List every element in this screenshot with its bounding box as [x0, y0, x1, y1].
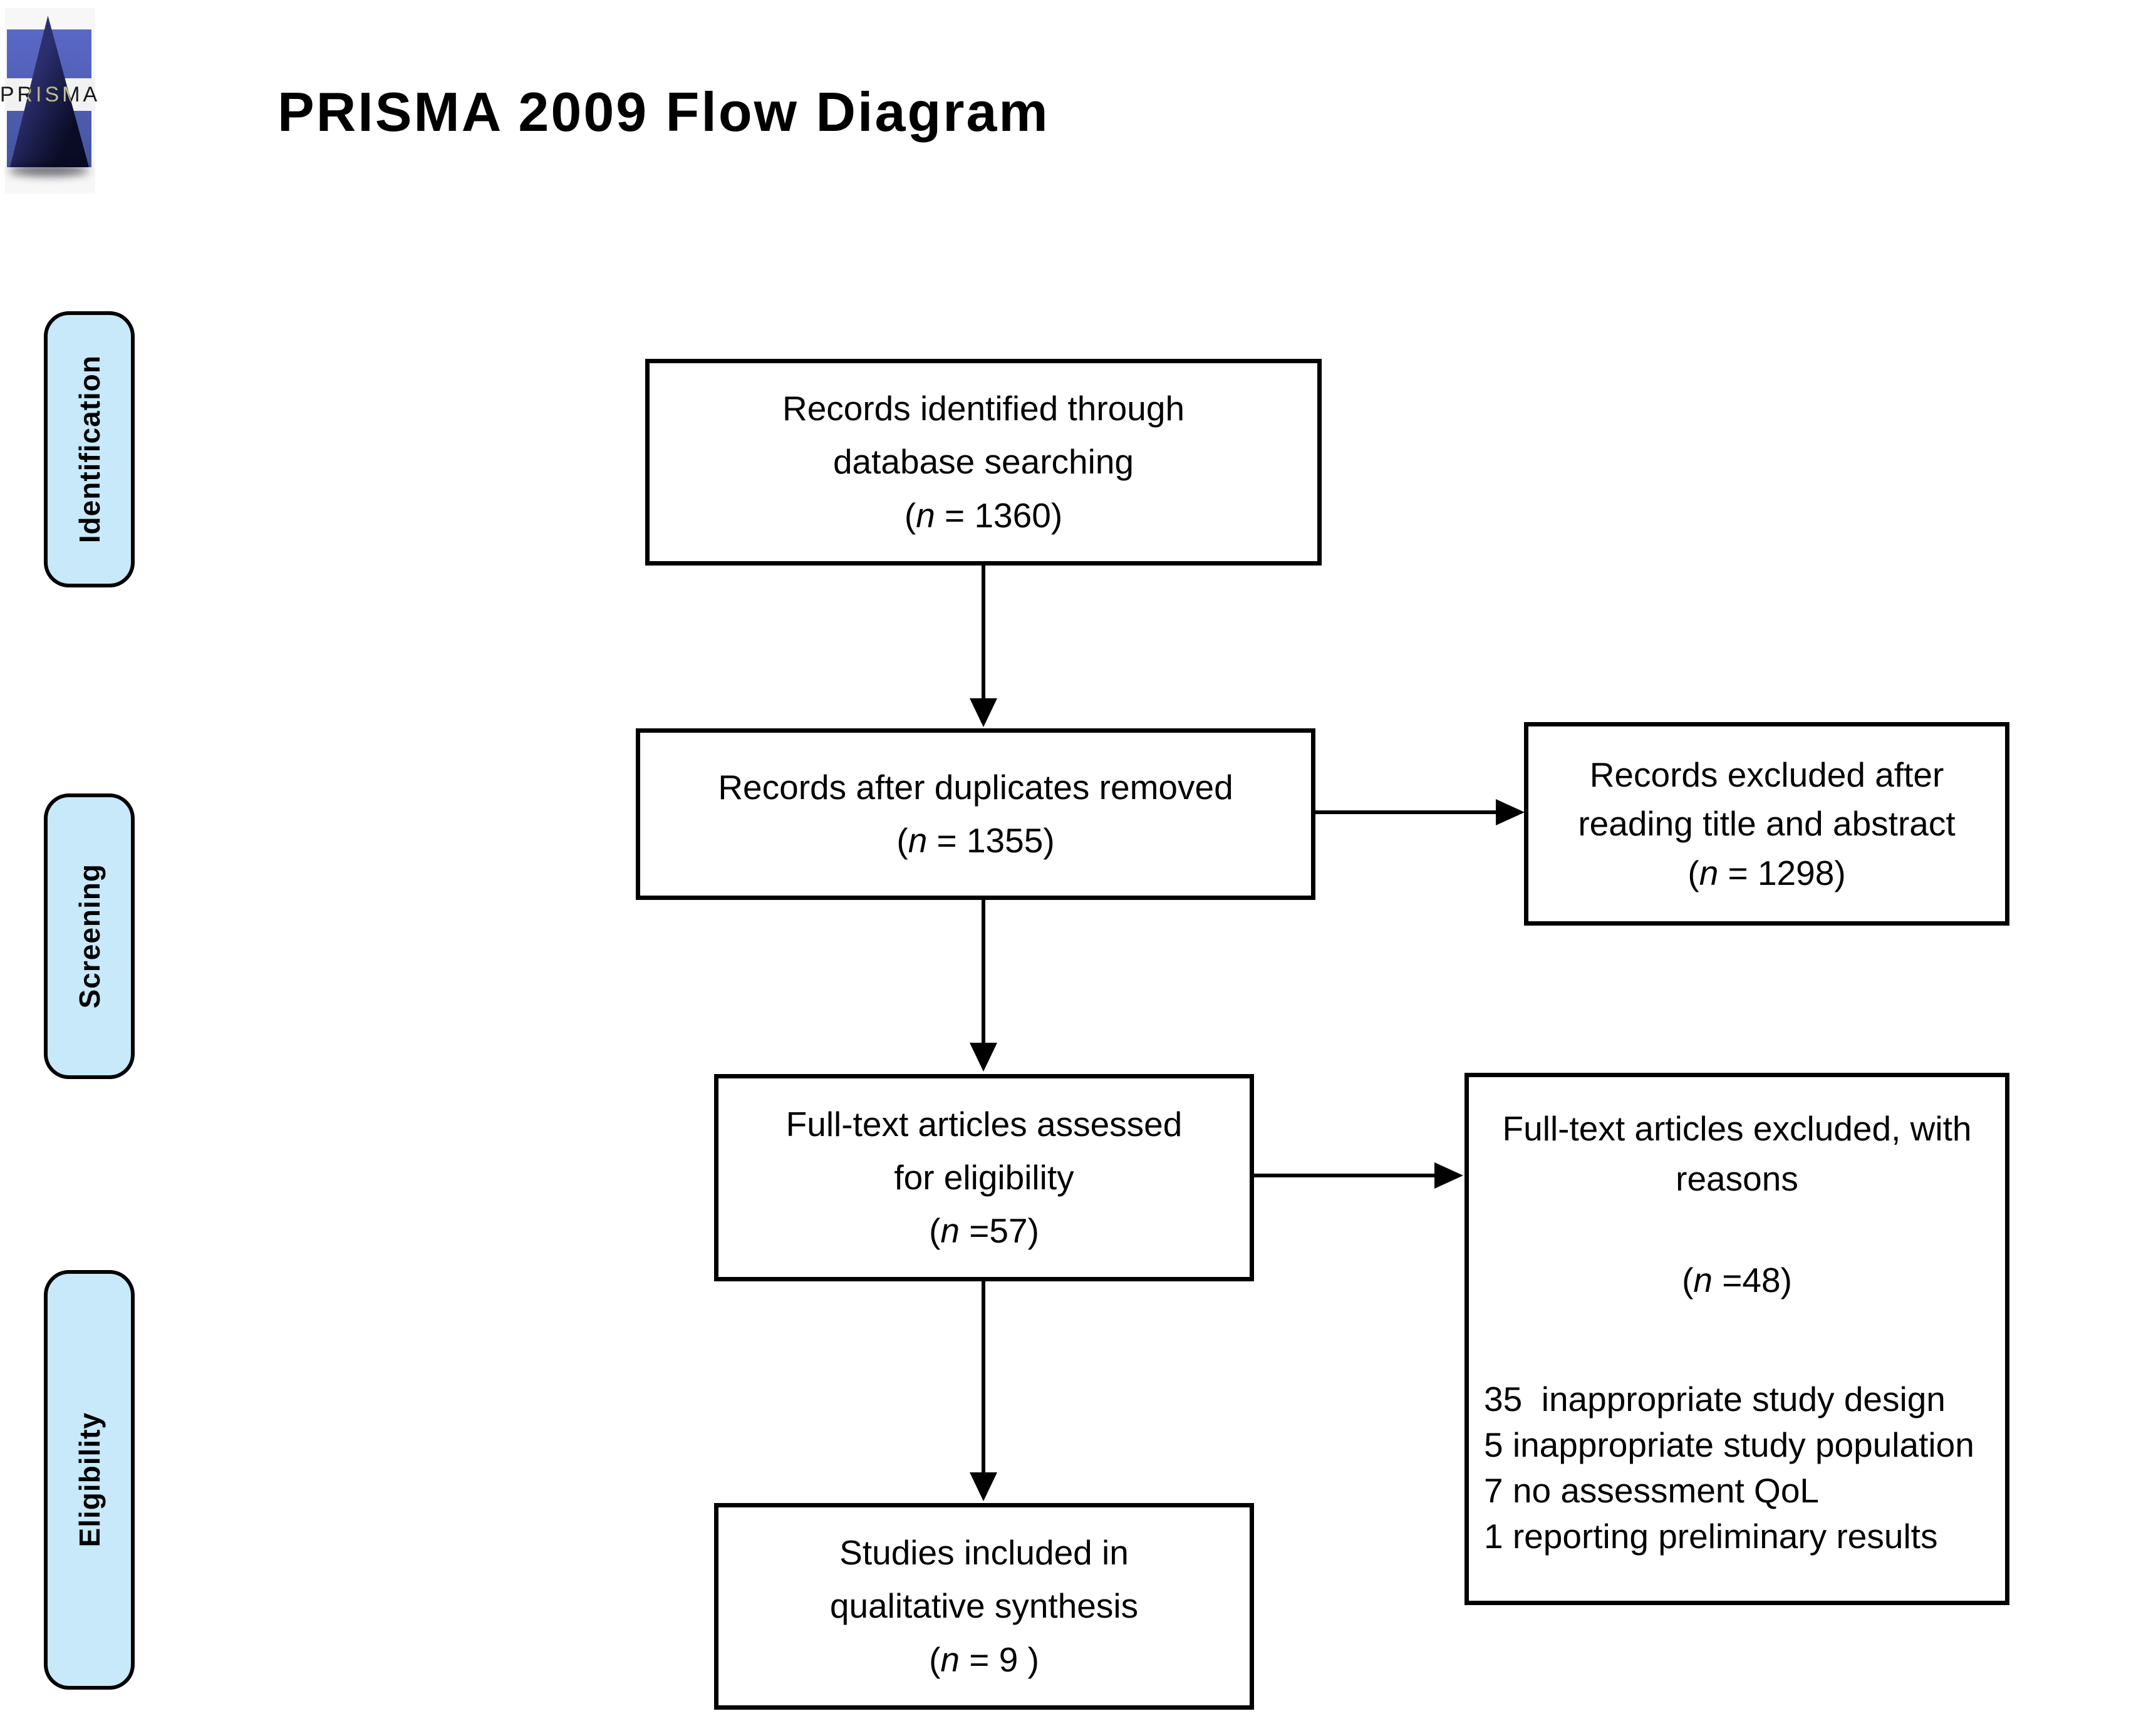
flow-box-records-identified: Records identified through database searc…	[645, 359, 1322, 566]
arrow-dedup-to-assessed-line	[982, 900, 985, 1043]
flow-box-fulltext-excluded: Full-text articles excluded, with reasons…	[1464, 1073, 2009, 1605]
stage-label-text: Eligibility	[73, 1412, 106, 1547]
flow-box-records-excluded-title-abstract: Records excluded after reading title and …	[1524, 722, 2009, 926]
text-line: Records after duplicates removed	[718, 767, 1233, 807]
fulltext-excluded-header: Full-text articles excluded, with reasons	[1469, 1104, 2005, 1204]
arrow-identified-to-dedup-line	[982, 566, 985, 698]
text-line: (n = 1355)	[896, 821, 1055, 860]
fulltext-excluded-reasons-list: 35 inappropriate study design 5 inappropr…	[1484, 1377, 1999, 1560]
arrow-dedup-to-excluded-head	[1496, 799, 1525, 825]
text-line: (n = 9 )	[929, 1640, 1039, 1679]
flow-box-fulltext-assessed: Full-text articles assessed for eligibili…	[714, 1074, 1254, 1281]
text-line: qualitative synthesis	[829, 1586, 1139, 1626]
stage-label-screening: Screening	[44, 793, 135, 1079]
text-line: database searching	[832, 442, 1134, 482]
text-line: Full-text articles excluded, with	[1502, 1109, 1972, 1148]
text-line: (n =57)	[929, 1211, 1039, 1251]
text-line: (n = 1360)	[904, 495, 1063, 535]
stage-label-eligibility: Eligibility	[44, 1270, 135, 1690]
logo-wordmark: PRISMA	[0, 82, 101, 106]
arrow-assessed-to-included-line	[982, 1281, 985, 1472]
arrow-assessed-to-ftexcluded-line	[1254, 1174, 1436, 1177]
flow-box-duplicates-removed: Records after duplicates removed (n = 135…	[636, 728, 1315, 900]
logo-shadow	[9, 165, 89, 176]
text-line: 7 no assessment QoL	[1484, 1471, 1820, 1511]
text-line: Studies included in	[839, 1533, 1129, 1573]
text-line: 35 inappropriate study design	[1484, 1380, 1946, 1418]
arrow-identified-to-dedup-head	[970, 698, 997, 727]
arrow-assessed-to-ftexcluded-head	[1434, 1162, 1463, 1189]
text-line: (n = 1298)	[1687, 853, 1846, 892]
text-line: 5 inappropriate study population	[1484, 1425, 1974, 1465]
page-title: PRISMA 2009 Flow Diagram	[277, 81, 1050, 143]
arrow-dedup-to-excluded-line	[1315, 810, 1497, 814]
flow-box-studies-included: Studies included in qualitative synthesis…	[714, 1503, 1254, 1710]
fulltext-excluded-count: (n =48)	[1682, 1261, 1792, 1299]
text-line: Full-text articles assessed	[785, 1104, 1183, 1144]
text-line: 1 reporting preliminary results	[1484, 1517, 1938, 1556]
stage-label-text: Screening	[73, 864, 106, 1009]
stage-label-text: Identification	[73, 355, 106, 544]
arrow-dedup-to-assessed-head	[970, 1043, 997, 1072]
text-line: for eligibility	[894, 1157, 1074, 1197]
stage-label-identification: Identification	[44, 311, 135, 587]
arrow-assessed-to-included-head	[970, 1472, 997, 1501]
text-line: Records identified through	[782, 389, 1185, 428]
text-line: reasons	[1676, 1159, 1798, 1198]
text-line: Records excluded after	[1589, 755, 1944, 795]
prisma-logo: PRISMA	[0, 8, 101, 194]
text-line: reading title and abstract	[1578, 804, 1956, 844]
